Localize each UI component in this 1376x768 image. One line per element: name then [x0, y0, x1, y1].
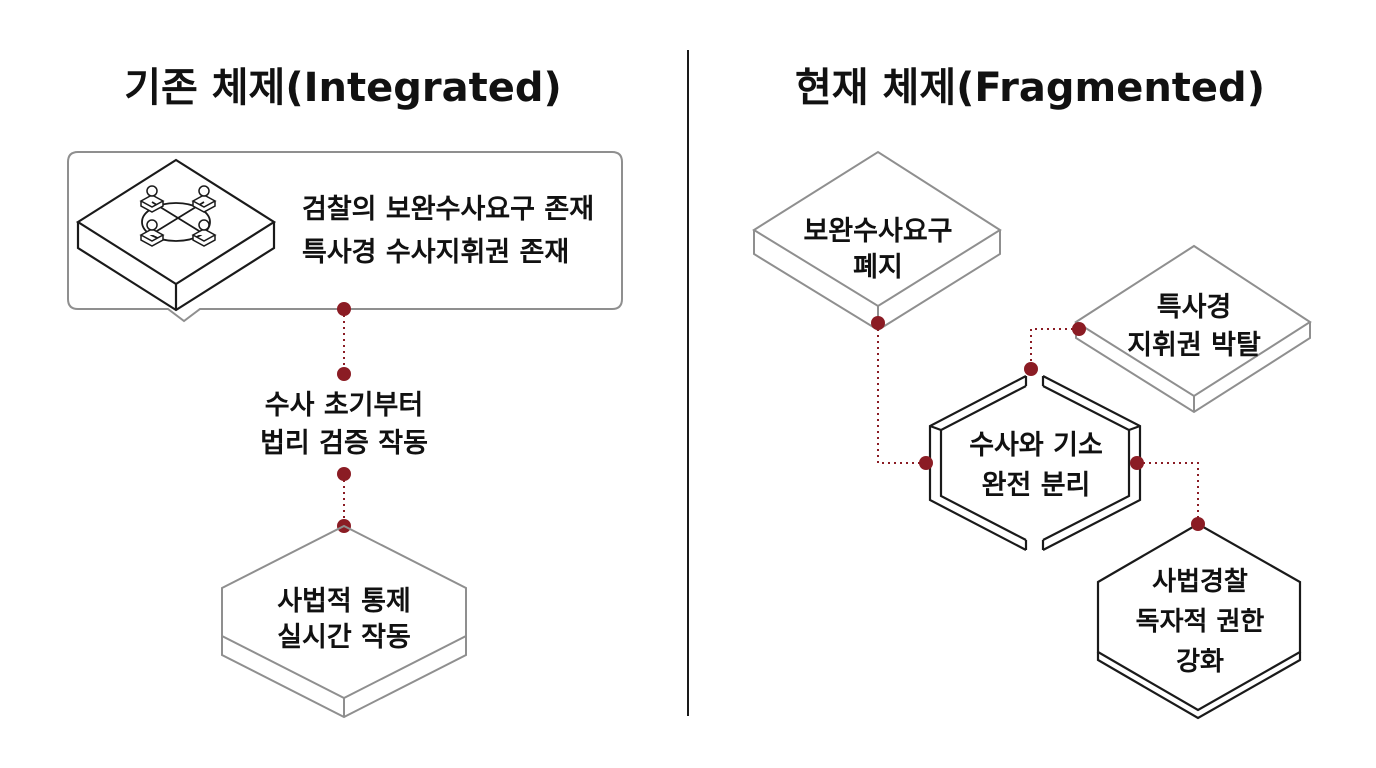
slab-network-icon	[75, 158, 277, 312]
middle-text-line-1: 수사 초기부터	[265, 390, 423, 421]
node-police-empowered: 사법경찰 독자적 권한 강화	[1096, 522, 1302, 720]
node-top-right-line-2: 지휘권 박탈	[1127, 330, 1261, 361]
node-top-right-line-1: 특사경	[1157, 292, 1232, 323]
node-top-left-line-1: 보완수사요구	[803, 216, 952, 247]
person-icon	[139, 185, 165, 213]
connector-dot	[871, 316, 885, 330]
node-center-line-1: 수사와 기소	[969, 430, 1103, 461]
bottom-tile-line-1: 사법적 통제	[277, 586, 411, 617]
person-icon	[191, 219, 217, 247]
integrated-panel: 검찰의 보완수사요구 존재 특사경 수사지휘권 존재	[67, 151, 623, 323]
judicial-control-tile: 사법적 통제 실시간 작동	[221, 524, 467, 719]
connector-dot	[1191, 517, 1205, 531]
connector-line	[1030, 328, 1079, 369]
connector-dot	[337, 367, 351, 381]
node-command-revoked: 특사경 지휘권 박탈	[1074, 244, 1312, 414]
node-center-line-2: 완전 분리	[982, 470, 1091, 501]
person-icon	[191, 185, 217, 213]
node-full-separation: 수사와 기소 완전 분리	[928, 375, 1142, 551]
person-icon	[139, 219, 165, 247]
right-title: 현재 체제(Fragmented)	[795, 65, 1265, 111]
connector-dot	[1024, 362, 1038, 376]
connector-dot	[337, 302, 351, 316]
node-top-left-line-2: 폐지	[853, 252, 903, 283]
connector-dot	[337, 467, 351, 481]
connector-dot	[1130, 456, 1144, 470]
left-title: 기존 체제(Integrated)	[124, 65, 562, 111]
panel-line-2: 특사경 수사지휘권 존재	[302, 237, 569, 268]
panel-line-1: 검찰의 보완수사요구 존재	[302, 194, 594, 225]
node-review-abolished: 보완수사요구 폐지	[752, 150, 1002, 332]
connector-line	[1137, 462, 1199, 524]
bottom-tile-line-2: 실시간 작동	[277, 622, 411, 653]
connector-line	[877, 323, 926, 464]
node-bottom-line-3: 강화	[1176, 647, 1224, 677]
middle-text-line-2: 법리 검증 작동	[260, 428, 428, 459]
node-bottom-line-1: 사법경찰	[1152, 567, 1248, 597]
connector-dot	[919, 456, 933, 470]
node-bottom-line-2: 독자적 권한	[1136, 607, 1265, 637]
connector-dot	[1072, 322, 1086, 336]
